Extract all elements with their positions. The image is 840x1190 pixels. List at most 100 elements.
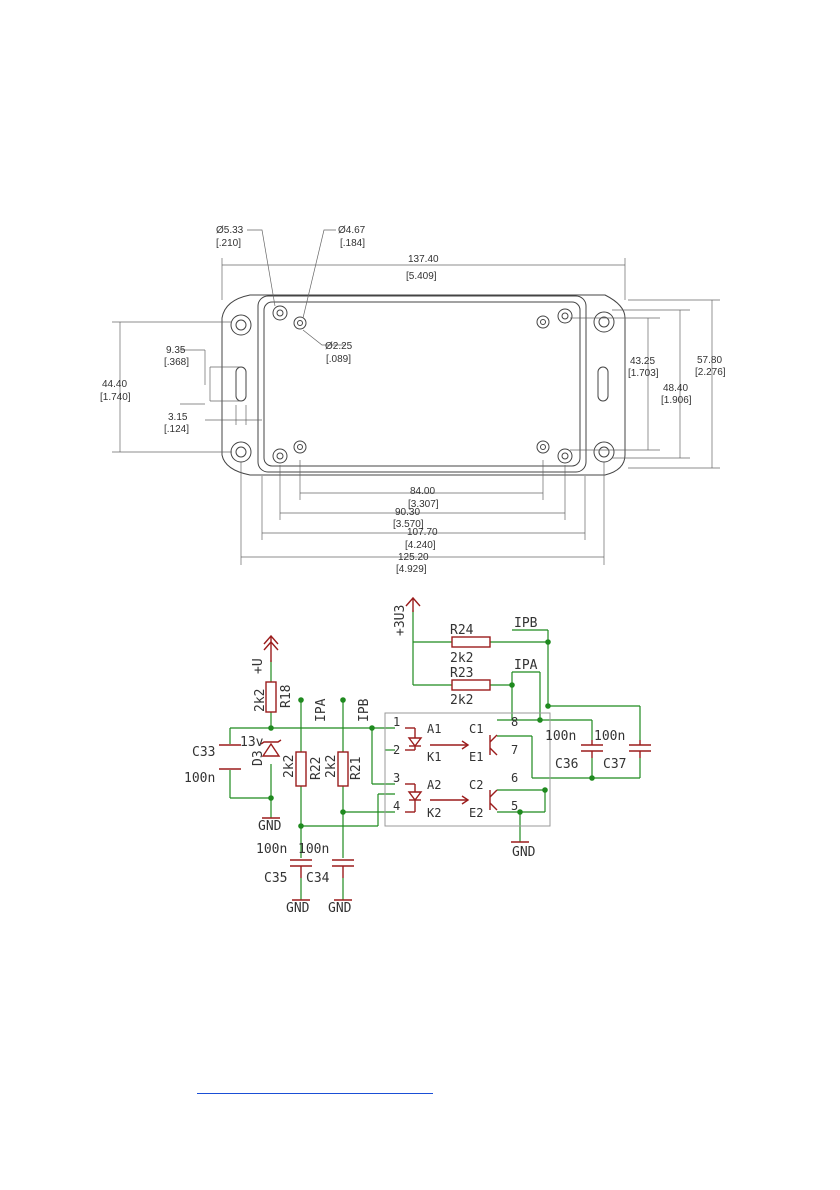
pin-1: 1 <box>393 715 400 729</box>
mount-hole-top-left <box>230 314 252 336</box>
opto-led-1 <box>407 737 423 748</box>
hyperlink[interactable] <box>197 1093 433 1094</box>
pcb-hole-top-left <box>293 316 307 330</box>
optocoupler-package <box>384 712 551 827</box>
dim-inner-height-2: 48.40 <box>663 383 688 394</box>
dim-overall-height-in: [2.276] <box>695 367 726 378</box>
lid-hole-top-left <box>272 305 288 321</box>
resistor-r23 <box>451 679 491 691</box>
slot-left <box>235 366 247 402</box>
label-e1: E1 <box>469 750 483 764</box>
pin-3: 3 <box>393 771 400 785</box>
dim-hole-large-in: [.210] <box>216 238 241 249</box>
dim-span-125-in: [4.929] <box>396 564 427 575</box>
value-d3: 13v <box>240 735 264 750</box>
value-c33: 100n <box>184 771 215 786</box>
dim-slot-width-in: [.124] <box>164 424 189 435</box>
value-c36: 100n <box>545 729 576 744</box>
gnd-label-c35: GND <box>286 901 310 916</box>
label-k1: K1 <box>427 750 441 764</box>
value-r18: 2k2 <box>253 689 268 712</box>
label-r21: R21 <box>349 757 364 780</box>
lid-hole-top-right <box>557 308 573 324</box>
dimension-lines <box>112 229 720 565</box>
pcb-hole-bottom-left <box>293 440 307 454</box>
dim-hole-small: Ø2.25 <box>325 341 353 352</box>
label-c1: C1 <box>469 722 483 736</box>
label-c35: C35 <box>264 871 287 886</box>
dim-inner-height-1: 43.25 <box>630 356 655 367</box>
dim-hole-mid: Ø4.67 <box>338 225 366 236</box>
enclosure-body-outline <box>257 295 587 473</box>
opto-led-2 <box>407 791 423 802</box>
label-c34: C34 <box>306 871 330 886</box>
slot-right <box>597 366 609 402</box>
enclosure-lid-outline <box>263 301 581 467</box>
label-r23: R23 <box>450 666 473 681</box>
value-c34: 100n <box>298 842 329 857</box>
pin-4: 4 <box>393 799 400 813</box>
dim-inner-height-1-in: [1.703] <box>628 368 659 379</box>
schematic-wires <box>229 610 641 900</box>
dim-slot-width: 3.15 <box>168 412 188 423</box>
gnd-label-left: GND <box>258 819 282 834</box>
value-c35: 100n <box>256 842 287 857</box>
dim-slot-length: 9.35 <box>166 345 186 356</box>
dim-left-height-in: [1.740] <box>100 392 131 403</box>
resistor-r22 <box>295 751 307 787</box>
label-k2: K2 <box>427 806 441 820</box>
dim-slot-length-in: [.368] <box>164 357 189 368</box>
pin-2: 2 <box>393 743 400 757</box>
pin-6: 6 <box>511 771 518 785</box>
dim-span-90: 90.30 <box>395 507 420 518</box>
net-label-ipb-vertical: IPB <box>357 698 372 722</box>
dim-span-84-in: [3.307] <box>408 499 439 510</box>
label-c2: C2 <box>469 778 483 792</box>
label-c36: C36 <box>555 757 578 772</box>
pin-8: 8 <box>511 715 518 729</box>
label-3v3: +3U3 <box>393 605 408 636</box>
dim-span-107: 107.70 <box>407 527 438 538</box>
value-r24: 2k2 <box>450 651 473 666</box>
pcb-hole-top-right <box>536 315 550 329</box>
label-e2: E2 <box>469 806 483 820</box>
dim-hole-mid-in: [.184] <box>340 238 365 249</box>
value-r21: 2k2 <box>324 755 339 778</box>
dim-span-107-in: [4.240] <box>405 540 436 551</box>
gnd-label-c34: GND <box>328 901 352 916</box>
resistor-r24 <box>451 636 491 648</box>
pcb-hole-bottom-right <box>536 440 550 454</box>
label-d3: D3 <box>251 750 266 766</box>
zener-diode-d3 <box>261 742 281 757</box>
dim-hole-large: Ø5.33 <box>216 225 244 236</box>
label-r24: R24 <box>450 623 474 638</box>
value-r22: 2k2 <box>282 755 297 778</box>
dim-hole-small-in: [.089] <box>326 354 351 365</box>
resistor-r21 <box>337 751 349 787</box>
lid-hole-bottom-left <box>272 448 288 464</box>
label-r22: R22 <box>309 757 324 780</box>
value-c37: 100n <box>594 729 625 744</box>
dim-overall-height: 57.80 <box>697 355 722 366</box>
net-label-ipb: IPB <box>514 616 538 631</box>
pin-5: 5 <box>511 799 518 813</box>
dim-overall-width: 137.40 <box>408 254 439 265</box>
net-label-ipa: IPA <box>514 658 538 673</box>
label-c33: C33 <box>192 745 215 760</box>
lid-hole-bottom-right <box>557 448 573 464</box>
label-r18: R18 <box>279 685 294 708</box>
pin-7: 7 <box>511 743 518 757</box>
dim-left-height: 44.40 <box>102 379 127 390</box>
value-r23: 2k2 <box>450 693 473 708</box>
dim-span-125: 125.20 <box>398 552 429 563</box>
dim-span-84: 84.00 <box>410 486 435 497</box>
label-v: +U <box>251 658 266 674</box>
label-a1: A1 <box>427 722 441 736</box>
label-c37: C37 <box>603 757 626 772</box>
dim-span-90-in: [3.570] <box>393 519 424 530</box>
net-label-ipa-vertical: IPA <box>314 698 329 722</box>
label-a2: A2 <box>427 778 441 792</box>
dim-overall-width-in: [5.409] <box>406 271 437 282</box>
